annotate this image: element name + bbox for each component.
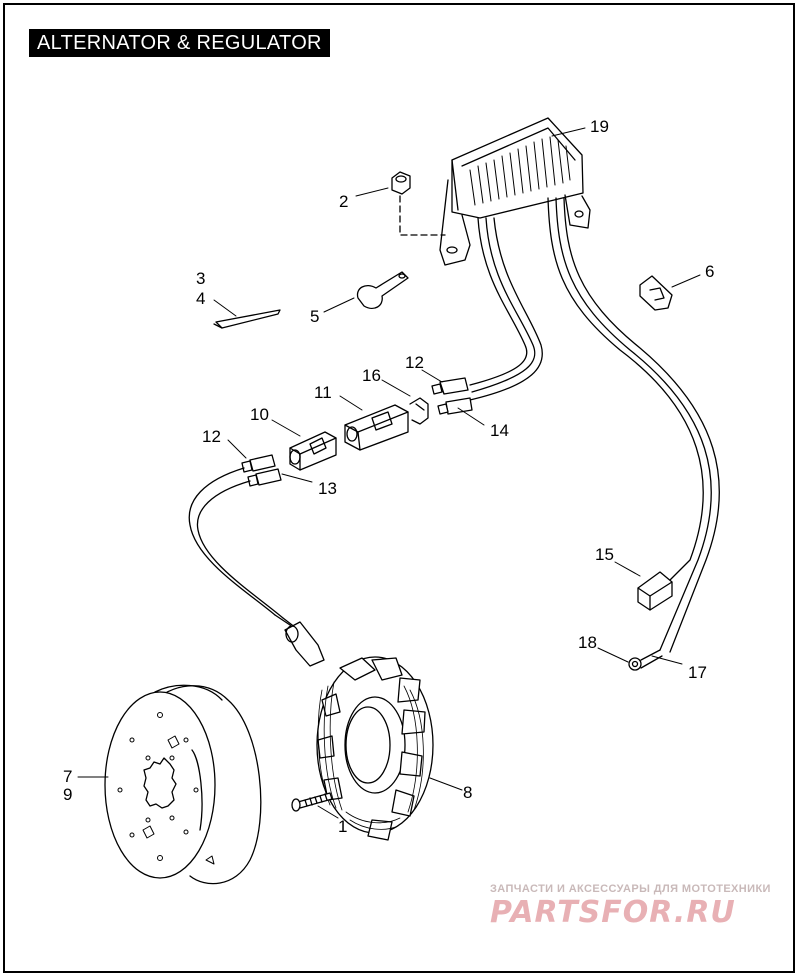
rotor-part (104, 684, 262, 885)
page-title: ALTERNATOR & REGULATOR (29, 29, 330, 57)
terminals-lower (241, 454, 282, 487)
screw-part (291, 792, 333, 812)
diagram-frame (3, 3, 795, 973)
callout-19: 19 (590, 117, 609, 136)
callout-14: 14 (490, 421, 509, 440)
callout-9: 9 (63, 785, 72, 804)
callout-5: 5 (310, 307, 319, 326)
connector-11-part (344, 404, 409, 451)
terminals-upper (431, 377, 473, 415)
callout-12-upper: 12 (405, 353, 424, 372)
callout-15: 15 (595, 545, 614, 564)
connector-10-part (289, 431, 337, 471)
callout-18: 18 (578, 633, 597, 652)
callout-12-lower: 12 (202, 427, 221, 446)
ring-terminal-part (628, 649, 663, 671)
callout-11: 11 (314, 383, 332, 402)
callout-2: 2 (339, 192, 348, 211)
connector-15-part (637, 571, 673, 611)
callout-3: 3 (196, 269, 205, 288)
callout-7: 7 (63, 767, 72, 786)
cable-strap-part (213, 309, 281, 329)
callout-10: 10 (250, 405, 269, 424)
watermark-brand: PARTSFOR.RU (490, 895, 736, 930)
clip-part (639, 275, 673, 311)
callout-4: 4 (196, 289, 205, 308)
callout-13: 13 (318, 479, 337, 498)
nut-part (391, 171, 446, 236)
regulator-wires (469, 197, 720, 653)
clamp-part (356, 271, 409, 310)
watermark-tagline: ЗАПЧАСТИ И АКСЕССУАРЫ ДЛЯ МОТОТЕХНИКИ (490, 883, 771, 895)
callout-6: 6 (705, 262, 714, 281)
callout-1: 1 (338, 817, 347, 836)
stator-wires (188, 467, 307, 645)
regulator-part (439, 117, 591, 266)
callout-16: 16 (362, 366, 381, 385)
stator-part (316, 656, 434, 841)
grommet-part (284, 621, 325, 667)
leader-lines (77, 127, 701, 819)
callout-8: 8 (463, 783, 472, 802)
lock-clip-part (409, 397, 429, 425)
callout-17: 17 (688, 663, 707, 682)
